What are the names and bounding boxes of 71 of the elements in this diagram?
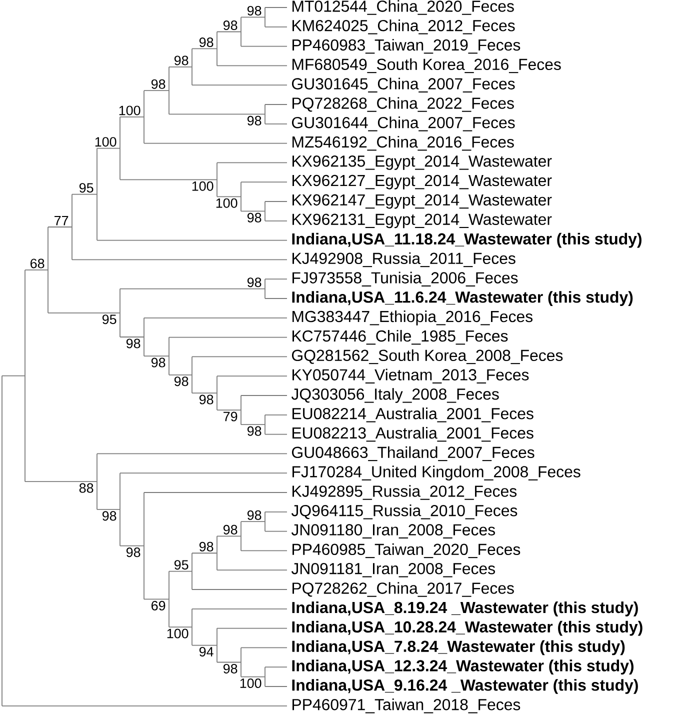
taxon-label: Indiana,USA_9.16.24 _Wastewater (this study): [292, 679, 638, 694]
bootstrap-value: 100: [119, 106, 140, 116]
bootstrap-value: 98: [247, 212, 262, 222]
bootstrap-value: 98: [151, 358, 166, 368]
taxon-label: KY050744_Vietnam_2013_Feces: [292, 368, 529, 384]
taxon-label: Indiana,USA_11.6.24_Wastewater (this study): [292, 291, 633, 306]
bootstrap-value: 98: [174, 376, 188, 386]
taxon-label: MZ546192_China_2016_Feces: [292, 136, 514, 151]
bootstrap-value: 98: [174, 56, 188, 66]
taxon-label: PP460971_Taiwan_2018_Feces: [292, 698, 520, 714]
taxon-label: MG383447_Ethiopia_2016_Feces: [292, 310, 532, 326]
taxon-label: GQ281562_South Korea_2008_Feces: [292, 349, 563, 364]
bootstrap-value: 100: [240, 678, 262, 688]
taxon-label: Indiana,USA_11.18.24_Wastewater (this study): [292, 232, 642, 248]
bootstrap-value: 100: [216, 198, 238, 208]
bootstrap-value: 98: [223, 524, 238, 534]
taxon-label: MT012544_China_2020_Feces: [292, 0, 514, 15]
bootstrap-value: 100: [95, 137, 116, 147]
taxon-label: GU048663_Thailand_2007_Feces: [292, 446, 534, 462]
bootstrap-value: 98: [223, 20, 238, 30]
taxon-label: Indiana,USA_8.19.24 _Wastewater (this study): [292, 601, 638, 616]
bootstrap-value: 98: [151, 79, 166, 89]
taxon-label: PQ728268_China_2022_Feces: [292, 97, 514, 112]
taxon-label: KX962127_Egypt_2014_Wastewater: [292, 174, 552, 190]
taxon-label: PP460985_Taiwan_2020_Feces: [292, 543, 520, 558]
bootstrap-value: 88: [79, 483, 94, 493]
bootstrap-value: 98: [126, 548, 140, 558]
taxon-label: JQ303056_Italy_2008_Feces: [291, 388, 499, 403]
taxon-label: Indiana,USA_10.28.24_Wastewater (this study): [292, 620, 642, 636]
taxon-label: EU082214_Australia_2001_Feces: [292, 408, 534, 422]
taxon-label: JN091180_Iran_2008_Feces: [291, 524, 495, 538]
bootstrap-value: 77: [54, 216, 68, 226]
taxon-label: PQ728262_China_2017_Feces: [292, 582, 514, 597]
taxon-label: FJ170284_United Kingdom_2008_Feces: [292, 466, 580, 481]
taxon-label: KM624025_China_2012_Feces: [292, 20, 515, 34]
taxon-label: KX962147_Egypt_2014_Wastewater: [292, 194, 552, 209]
bootstrap-value: 98: [247, 6, 262, 16]
bootstrap-value: 68: [30, 258, 44, 268]
taxon-label: KC757446_Chile_1985_Feces: [292, 330, 508, 345]
taxon-label: GU301645_China_2007_Feces: [292, 78, 515, 92]
taxon-label: KX962135_Egypt_2014_Wastewater: [292, 156, 552, 170]
bootstrap-value: 100: [167, 628, 188, 638]
taxon-label: PP460983_Taiwan_2019_Feces: [292, 38, 520, 54]
bootstrap-value: 98: [102, 511, 116, 521]
taxon-label: JN091181_Iran_2008_Feces: [291, 562, 495, 578]
taxon-label: FJ973558_Tunisia_2006_Feces: [292, 272, 518, 286]
bootstrap-value: 95: [174, 560, 188, 570]
bootstrap-value: 98: [247, 510, 262, 520]
taxon-label: KX962131_Egypt_2014_Wastewater: [292, 214, 552, 228]
bootstrap-value: 98: [199, 38, 214, 48]
bootstrap-value: 98: [199, 394, 214, 404]
bootstrap-value: 98: [247, 278, 262, 288]
bootstrap-value: 98: [247, 426, 262, 436]
bootstrap-value: 98: [247, 116, 262, 126]
bootstrap-value: 69: [152, 600, 166, 610]
taxon-label: Indiana,USA_7.8.24_Wastewater (this study): [292, 640, 625, 656]
taxon-label: GU301644_China_2007_Feces: [292, 116, 515, 132]
bootstrap-value: 98: [223, 664, 238, 674]
bootstrap-value: 98: [199, 542, 214, 552]
bootstrap-value: 94: [199, 646, 214, 656]
taxon-label: EU082213_Australia_2001_Feces: [292, 426, 534, 442]
taxon-label: Indiana,USA_12.3.24_Wastewater (this study): [292, 660, 634, 675]
bootstrap-value: 100: [192, 181, 214, 191]
bootstrap-value: 95: [102, 314, 116, 324]
taxon-label: KJ492895_Russia_2012_Feces: [292, 485, 517, 500]
taxon-label: JQ964115_Russia_2010_Feces: [291, 504, 518, 520]
taxon-label: KJ492908_Russia_2011_Feces: [292, 252, 516, 268]
bootstrap-value: 98: [126, 338, 140, 348]
bootstrap-value: 79: [224, 412, 238, 422]
taxon-label: MF680549_South Korea_2016_Feces: [292, 58, 561, 74]
bootstrap-value: 95: [79, 183, 94, 193]
